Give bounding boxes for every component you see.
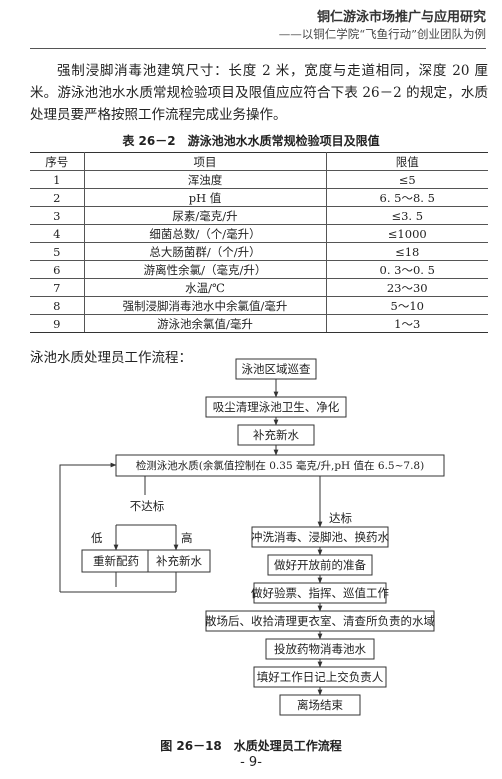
cell-limit: ≤5 xyxy=(325,170,488,189)
flow-step-patrol: 泳池区域巡查 xyxy=(242,362,311,376)
flow-pass-step: 填好工作日记上交负责人 xyxy=(257,670,384,684)
body-paragraph: 强制浸脚消毒池建筑尺寸：长度 2 米，宽度与走道相同，深度 20 厘米。游泳池池… xyxy=(30,63,488,123)
cell-limit: ≤1000 xyxy=(325,224,488,243)
flow-pass-step-box xyxy=(279,694,361,716)
flow-pass-step-box xyxy=(251,526,389,548)
cell-limit: 0. 3～0. 5 xyxy=(325,260,488,279)
cell-limit: ≤18 xyxy=(325,242,488,261)
flow-pass-step: 散场后、收拾清理更衣室、清查所负责的水域 xyxy=(205,614,435,628)
cell-item: 浑浊度 xyxy=(83,170,326,189)
flow-step-patrol-box xyxy=(235,358,317,380)
cell-limit: 1～3 xyxy=(325,314,488,333)
flow-pass-step-box xyxy=(265,638,375,660)
cell-index: 2 xyxy=(30,188,84,207)
column-header-limit: 限值 xyxy=(325,152,488,171)
cell-index: 7 xyxy=(30,278,84,297)
page-number: - 9- xyxy=(240,755,262,770)
running-header-title: 铜仁游泳市场推广与应用研究 xyxy=(316,10,486,25)
pass-branch-label: 达标 xyxy=(329,511,352,525)
cell-item: 尿素/毫克/升 xyxy=(83,206,326,225)
cell-item: 游离性余氯/（毫克/升） xyxy=(83,260,326,279)
low-branch-label: 低 xyxy=(91,531,103,545)
cell-item: pH 值 xyxy=(83,188,326,207)
cell-limit: 23～30 xyxy=(325,278,488,297)
flow-step-check: 检测泳池水质(余氯值控制在 0.35 毫克/升,pH 值在 6.5~7.8) xyxy=(136,459,424,472)
flow-pass-step-box xyxy=(253,582,387,604)
table-header-row: 序号 项目 限值 xyxy=(30,152,488,171)
loop-back-connector xyxy=(59,462,117,592)
flow-pass-step-box xyxy=(253,666,387,688)
cell-item: 水温/℃ xyxy=(83,278,326,297)
cell-limit: 6. 5～8. 5 xyxy=(325,188,488,207)
cell-index: 6 xyxy=(30,260,84,279)
cell-item: 强制浸脚消毒池水中余氯值/毫升 xyxy=(83,296,326,315)
flow-step-clean-box xyxy=(205,396,347,418)
cell-index: 5 xyxy=(30,242,84,261)
cell-index: 9 xyxy=(30,314,84,333)
flow-fail-high-step: 补充新水 xyxy=(156,554,202,568)
table-header: 序号 项目 限值 xyxy=(30,152,488,171)
flowchart-title: 泳池水质处理员工作流程： xyxy=(30,350,192,366)
column-header-index: 序号 xyxy=(30,152,84,171)
cell-item: 总大肠菌群/（个/升） xyxy=(83,242,326,261)
cell-index: 3 xyxy=(30,206,84,225)
flow-pass-step: 冲洗消毒、浸脚池、换药水 xyxy=(251,530,389,544)
flow-fail-low-step: 重新配药 xyxy=(93,554,139,568)
running-header-subtitle: ——以铜仁学院“飞鱼行动”创业团队为例 xyxy=(278,27,486,41)
cell-item: 细菌总数/（个/毫升） xyxy=(83,224,326,243)
table-caption: 表 26－2 游泳池池水水质常规检验项目及限值 xyxy=(122,134,380,148)
cell-index: 1 xyxy=(30,170,84,189)
flow-pass-step-box xyxy=(267,554,373,576)
flow-pass-step: 做好开放前的准备 xyxy=(274,558,366,572)
cell-limit: 5～10 xyxy=(325,296,488,315)
column-header-item: 项目 xyxy=(83,152,326,171)
flow-pass-step: 投放药物消毒池水 xyxy=(274,642,366,656)
flow-pass-step: 离场结束 xyxy=(297,698,343,712)
cell-index: 4 xyxy=(30,224,84,243)
figure-caption: 图 26－18 水质处理员工作流程 xyxy=(160,739,342,753)
cell-item: 游泳池余氯值/毫升 xyxy=(83,314,326,333)
flow-pass-step-box xyxy=(205,610,435,632)
high-branch-label: 高 xyxy=(181,531,193,545)
cell-index: 8 xyxy=(30,296,84,315)
fail-branch-label: 不达标 xyxy=(130,499,165,513)
flow-step-clean: 吸尘清理泳池卫生、净化 xyxy=(213,400,340,414)
flow-step-refill: 补充新水 xyxy=(253,428,299,442)
flow-step-check-box xyxy=(115,454,445,477)
flow-pass-step: 做好验票、指挥、巡值工作 xyxy=(251,586,389,600)
flow-fail-high-box xyxy=(147,549,211,573)
cell-limit: ≤3. 5 xyxy=(325,206,488,225)
header-rule xyxy=(30,48,486,49)
flow-step-refill-box xyxy=(237,424,315,446)
